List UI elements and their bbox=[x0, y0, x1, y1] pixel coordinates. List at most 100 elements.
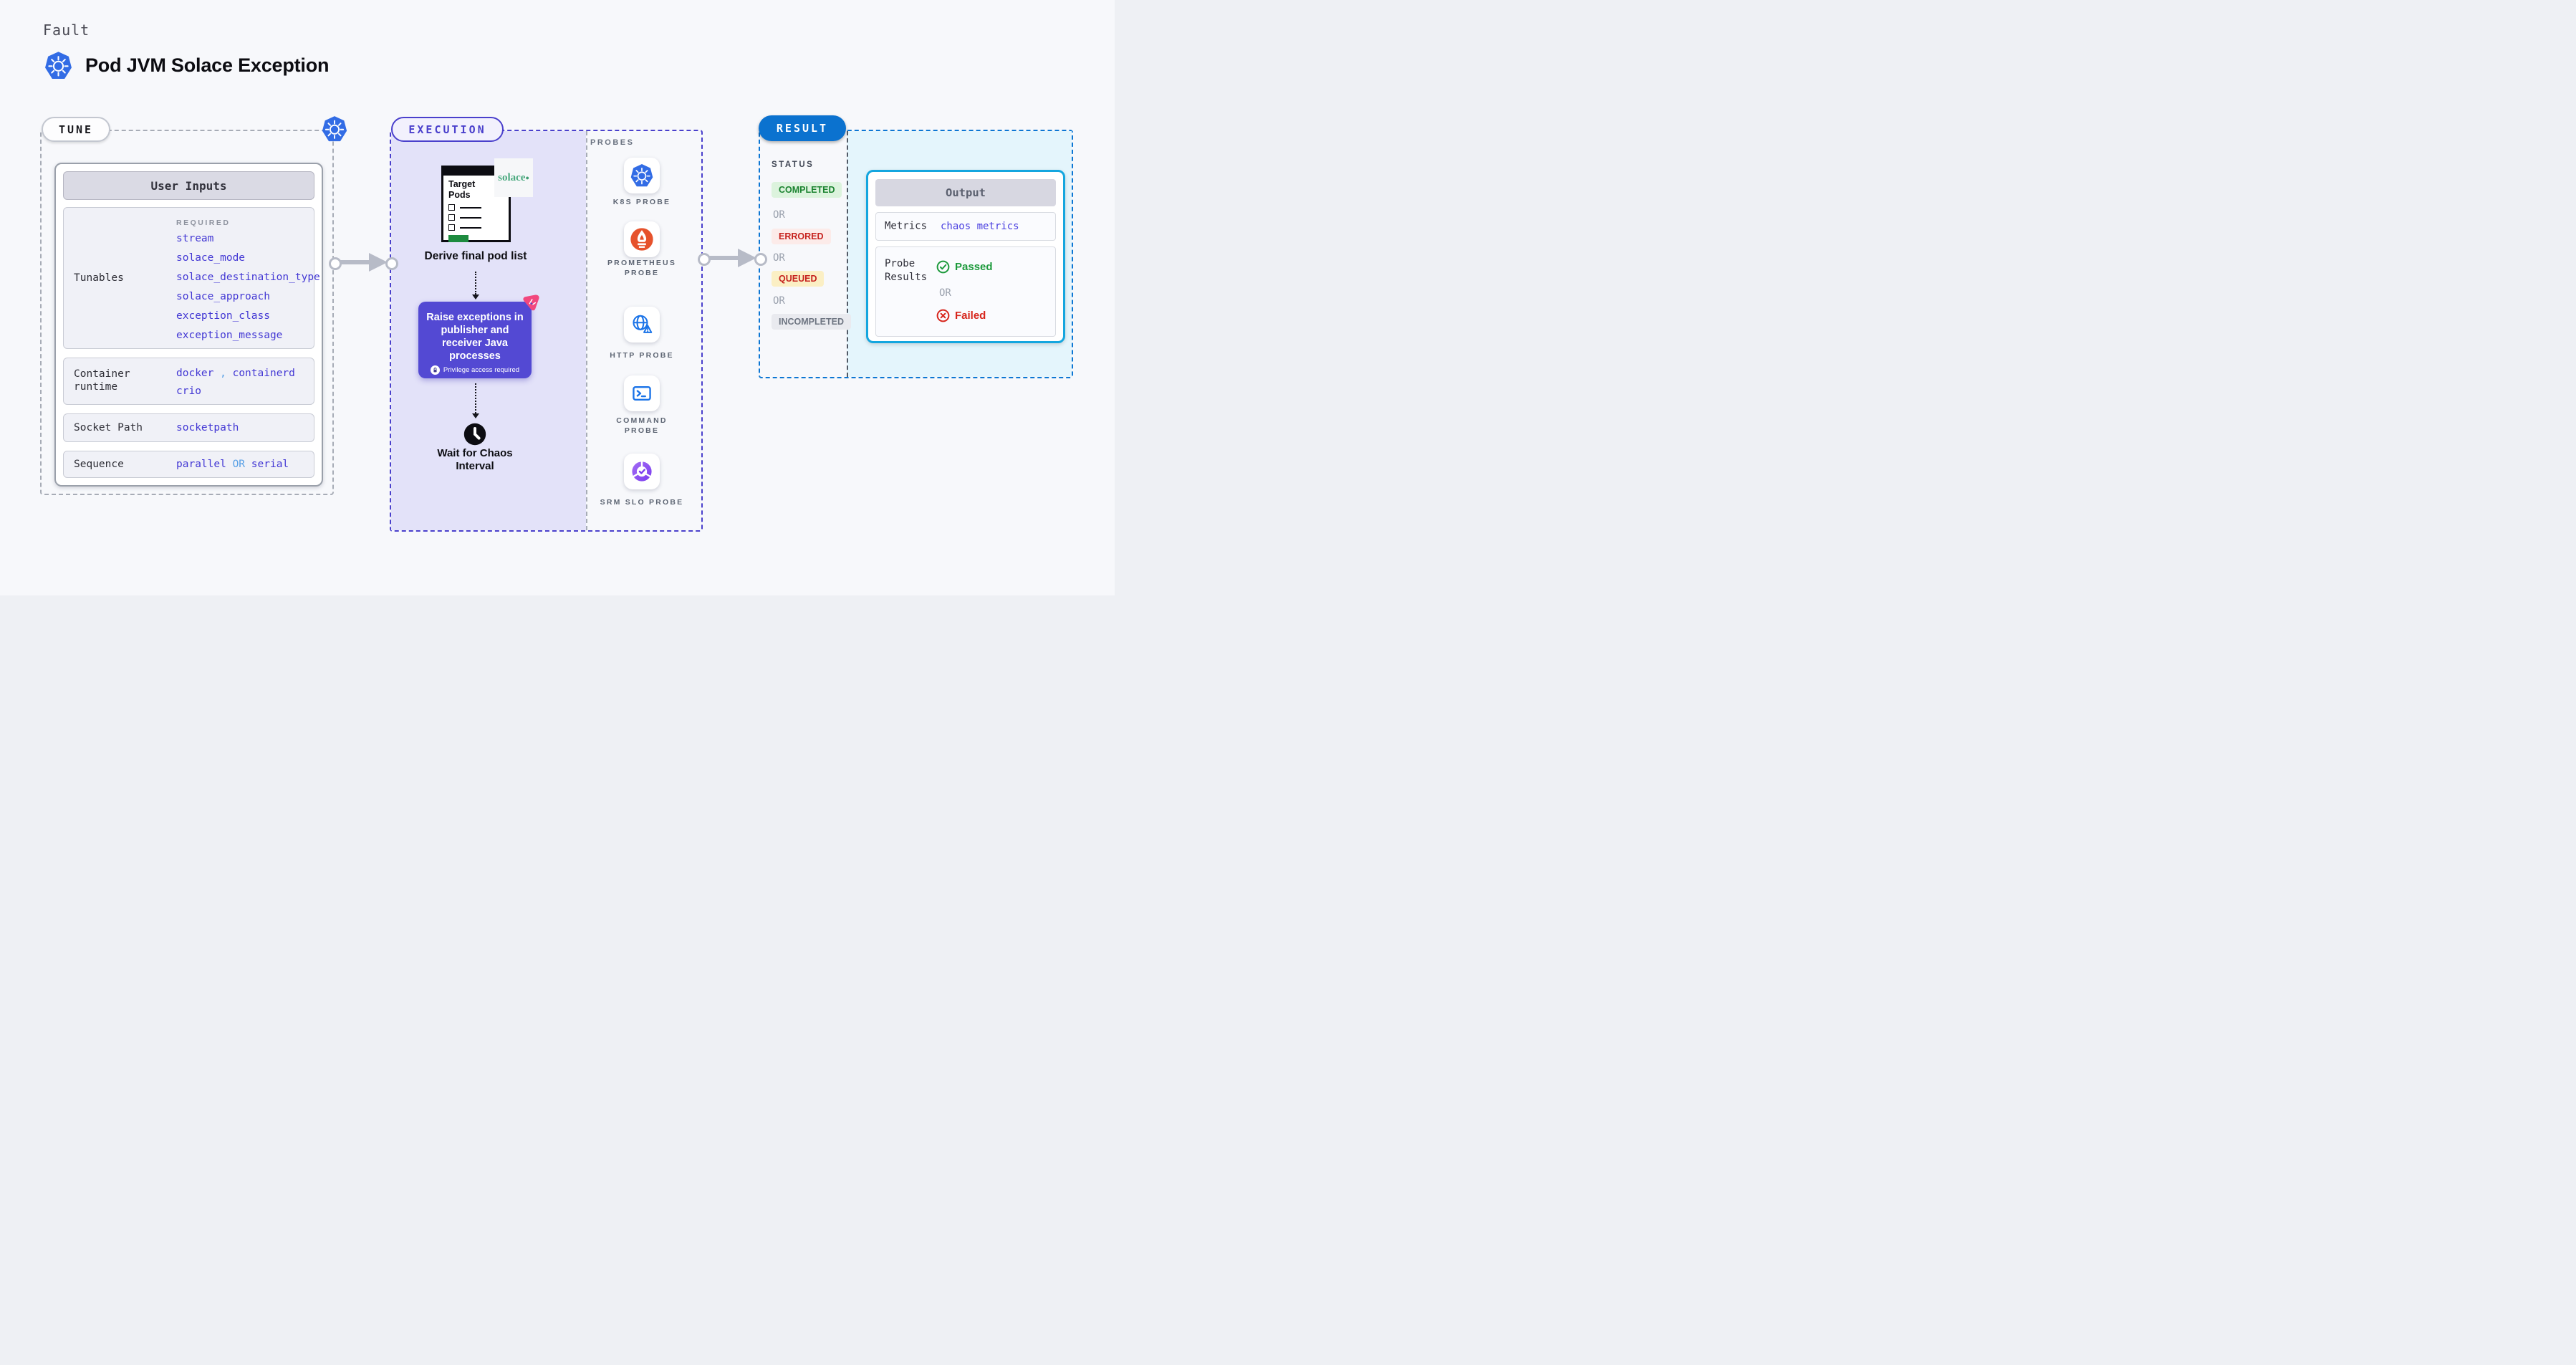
status-badge-queued: QUEUED bbox=[772, 271, 825, 287]
status-badge-errored: ERRORED bbox=[772, 229, 831, 244]
passed-label: Passed bbox=[955, 261, 993, 273]
connector-dot bbox=[385, 257, 398, 270]
status-column-label: STATUS bbox=[772, 161, 814, 169]
runtime-value-docker: docker bbox=[176, 368, 214, 379]
sequence-serial: serial bbox=[251, 459, 289, 470]
tunable-value: solace_destination_type bbox=[176, 272, 320, 283]
wait-chaos-interval-label: Wait for Chaos Interval bbox=[437, 447, 513, 472]
user-inputs-title: User Inputs bbox=[63, 171, 314, 200]
prometheus-probe-card bbox=[624, 221, 660, 257]
target-pods-title: Target Pods bbox=[448, 179, 476, 200]
connector-dot bbox=[754, 253, 767, 266]
metrics-value: chaos metrics bbox=[941, 221, 1019, 232]
execution-badge: EXECUTION bbox=[391, 117, 504, 142]
tune-section-box bbox=[40, 130, 334, 495]
sequence-parallel: parallel bbox=[176, 459, 226, 470]
k8s-probe-card bbox=[624, 158, 660, 193]
srm-slo-probe-label: SRM SLO PROBE bbox=[600, 498, 684, 507]
kubernetes-icon bbox=[630, 164, 653, 187]
runtime-value-crio: crio bbox=[176, 385, 201, 397]
sequence-row: Sequence parallel OR serial bbox=[63, 451, 314, 478]
flow-arrowhead bbox=[738, 249, 756, 267]
metrics-label: Metrics bbox=[885, 220, 928, 232]
result-badge: RESULT bbox=[759, 115, 846, 141]
flow-dotted-line bbox=[475, 272, 476, 294]
sequence-value: parallel OR serial bbox=[176, 459, 289, 470]
tune-badge: TUNE bbox=[42, 117, 110, 142]
fault-action-box: Raise exceptions in publisher and receiv… bbox=[418, 302, 532, 378]
connector-dot bbox=[329, 257, 342, 270]
sequence-or: OR bbox=[232, 459, 246, 470]
status-or-label: OR bbox=[773, 209, 785, 221]
sequence-label: Sequence bbox=[74, 459, 124, 470]
prometheus-icon bbox=[630, 228, 653, 251]
checkbox-icon bbox=[448, 204, 455, 211]
probes-panel-label: PROBES bbox=[590, 138, 635, 147]
tunables-label: Tunables bbox=[74, 272, 124, 284]
solace-wordmark: solace bbox=[498, 171, 526, 183]
solace-logo: solace● bbox=[494, 158, 533, 197]
failed-result: Failed bbox=[936, 309, 986, 322]
tunables-row: Tunables REQUIRED stream solace_mode sol… bbox=[63, 207, 320, 349]
status-output-divider bbox=[847, 131, 848, 377]
http-probe-label: HTTP PROBE bbox=[610, 351, 674, 360]
pod-list-item bbox=[448, 224, 509, 231]
checkbox-icon bbox=[448, 214, 455, 221]
derive-pod-list-label: Derive final pod list bbox=[424, 250, 527, 262]
tunable-value: solace_approach bbox=[176, 291, 270, 302]
output-or-label: OR bbox=[939, 287, 951, 299]
failed-label: Failed bbox=[955, 310, 986, 322]
fault-eyebrow: Fault bbox=[43, 21, 90, 39]
tunable-value: exception_class bbox=[176, 310, 270, 322]
runtime-separator: , bbox=[220, 368, 226, 379]
lock-icon bbox=[430, 365, 440, 375]
privilege-note: Privilege access required bbox=[430, 365, 519, 375]
output-title: Output bbox=[875, 179, 1056, 206]
flow-arrow bbox=[337, 260, 373, 264]
slo-donut-check-icon bbox=[632, 461, 652, 482]
page-title: Pod JVM Solace Exception bbox=[85, 54, 330, 76]
flow-dotted-arrowhead bbox=[472, 294, 479, 300]
list-line bbox=[460, 216, 481, 219]
fault-action-text: Raise exceptions in publisher and receiv… bbox=[426, 312, 524, 362]
prometheus-probe-label: PROMETHEUS PROBE bbox=[607, 259, 677, 277]
kubernetes-icon bbox=[322, 116, 347, 142]
flow-arrowhead bbox=[369, 253, 388, 272]
terminal-icon bbox=[633, 385, 651, 401]
output-card: Output Metrics chaos metrics Probe Resul… bbox=[866, 170, 1065, 343]
checkbox-icon bbox=[448, 224, 455, 231]
socket-path-value: socketpath bbox=[176, 422, 239, 434]
socket-path-label: Socket Path bbox=[74, 422, 143, 434]
http-probe-card bbox=[624, 307, 660, 343]
status-badge-incompleted: INCOMPLETED bbox=[772, 314, 851, 330]
passed-result: Passed bbox=[936, 260, 993, 274]
flow-arrow bbox=[706, 256, 741, 260]
srm-slo-probe-card bbox=[624, 454, 660, 489]
container-runtime-label: Container runtime bbox=[74, 368, 130, 393]
progress-bar bbox=[448, 235, 468, 242]
probe-results-row: Probe Results Passed OR Failed bbox=[875, 246, 1056, 337]
command-probe-card bbox=[624, 375, 660, 411]
tunable-value: solace_mode bbox=[176, 252, 246, 264]
k8s-probe-label: K8S PROBE bbox=[612, 198, 671, 206]
status-or-label: OR bbox=[773, 295, 785, 307]
check-circle-icon bbox=[936, 260, 950, 274]
litmus-chaos-icon bbox=[523, 294, 539, 311]
tunable-value: exception_message bbox=[176, 330, 283, 341]
connector-dot bbox=[698, 253, 711, 266]
status-badge-completed: COMPLETED bbox=[772, 182, 842, 198]
window-titlebar bbox=[443, 167, 509, 176]
probes-panel-divider bbox=[586, 131, 587, 530]
pod-list-item bbox=[448, 214, 509, 221]
tunable-value: stream bbox=[176, 233, 214, 244]
runtime-value-containerd: containerd bbox=[232, 368, 295, 379]
container-runtime-row: Container runtime docker , containerd cr… bbox=[63, 358, 314, 405]
command-probe-label: COMMAND PROBE bbox=[616, 416, 668, 435]
flow-dotted-line bbox=[475, 383, 476, 413]
fault-diagram-page: Fault Pod JVM Solace Exception TUNE User… bbox=[0, 0, 1115, 595]
solace-logo-dot: ● bbox=[525, 174, 529, 181]
socket-path-row: Socket Path socketpath bbox=[63, 413, 314, 442]
status-or-label: OR bbox=[773, 252, 785, 264]
user-inputs-card: User Inputs Tunables REQUIRED stream sol… bbox=[54, 163, 323, 487]
x-circle-icon bbox=[936, 309, 950, 322]
